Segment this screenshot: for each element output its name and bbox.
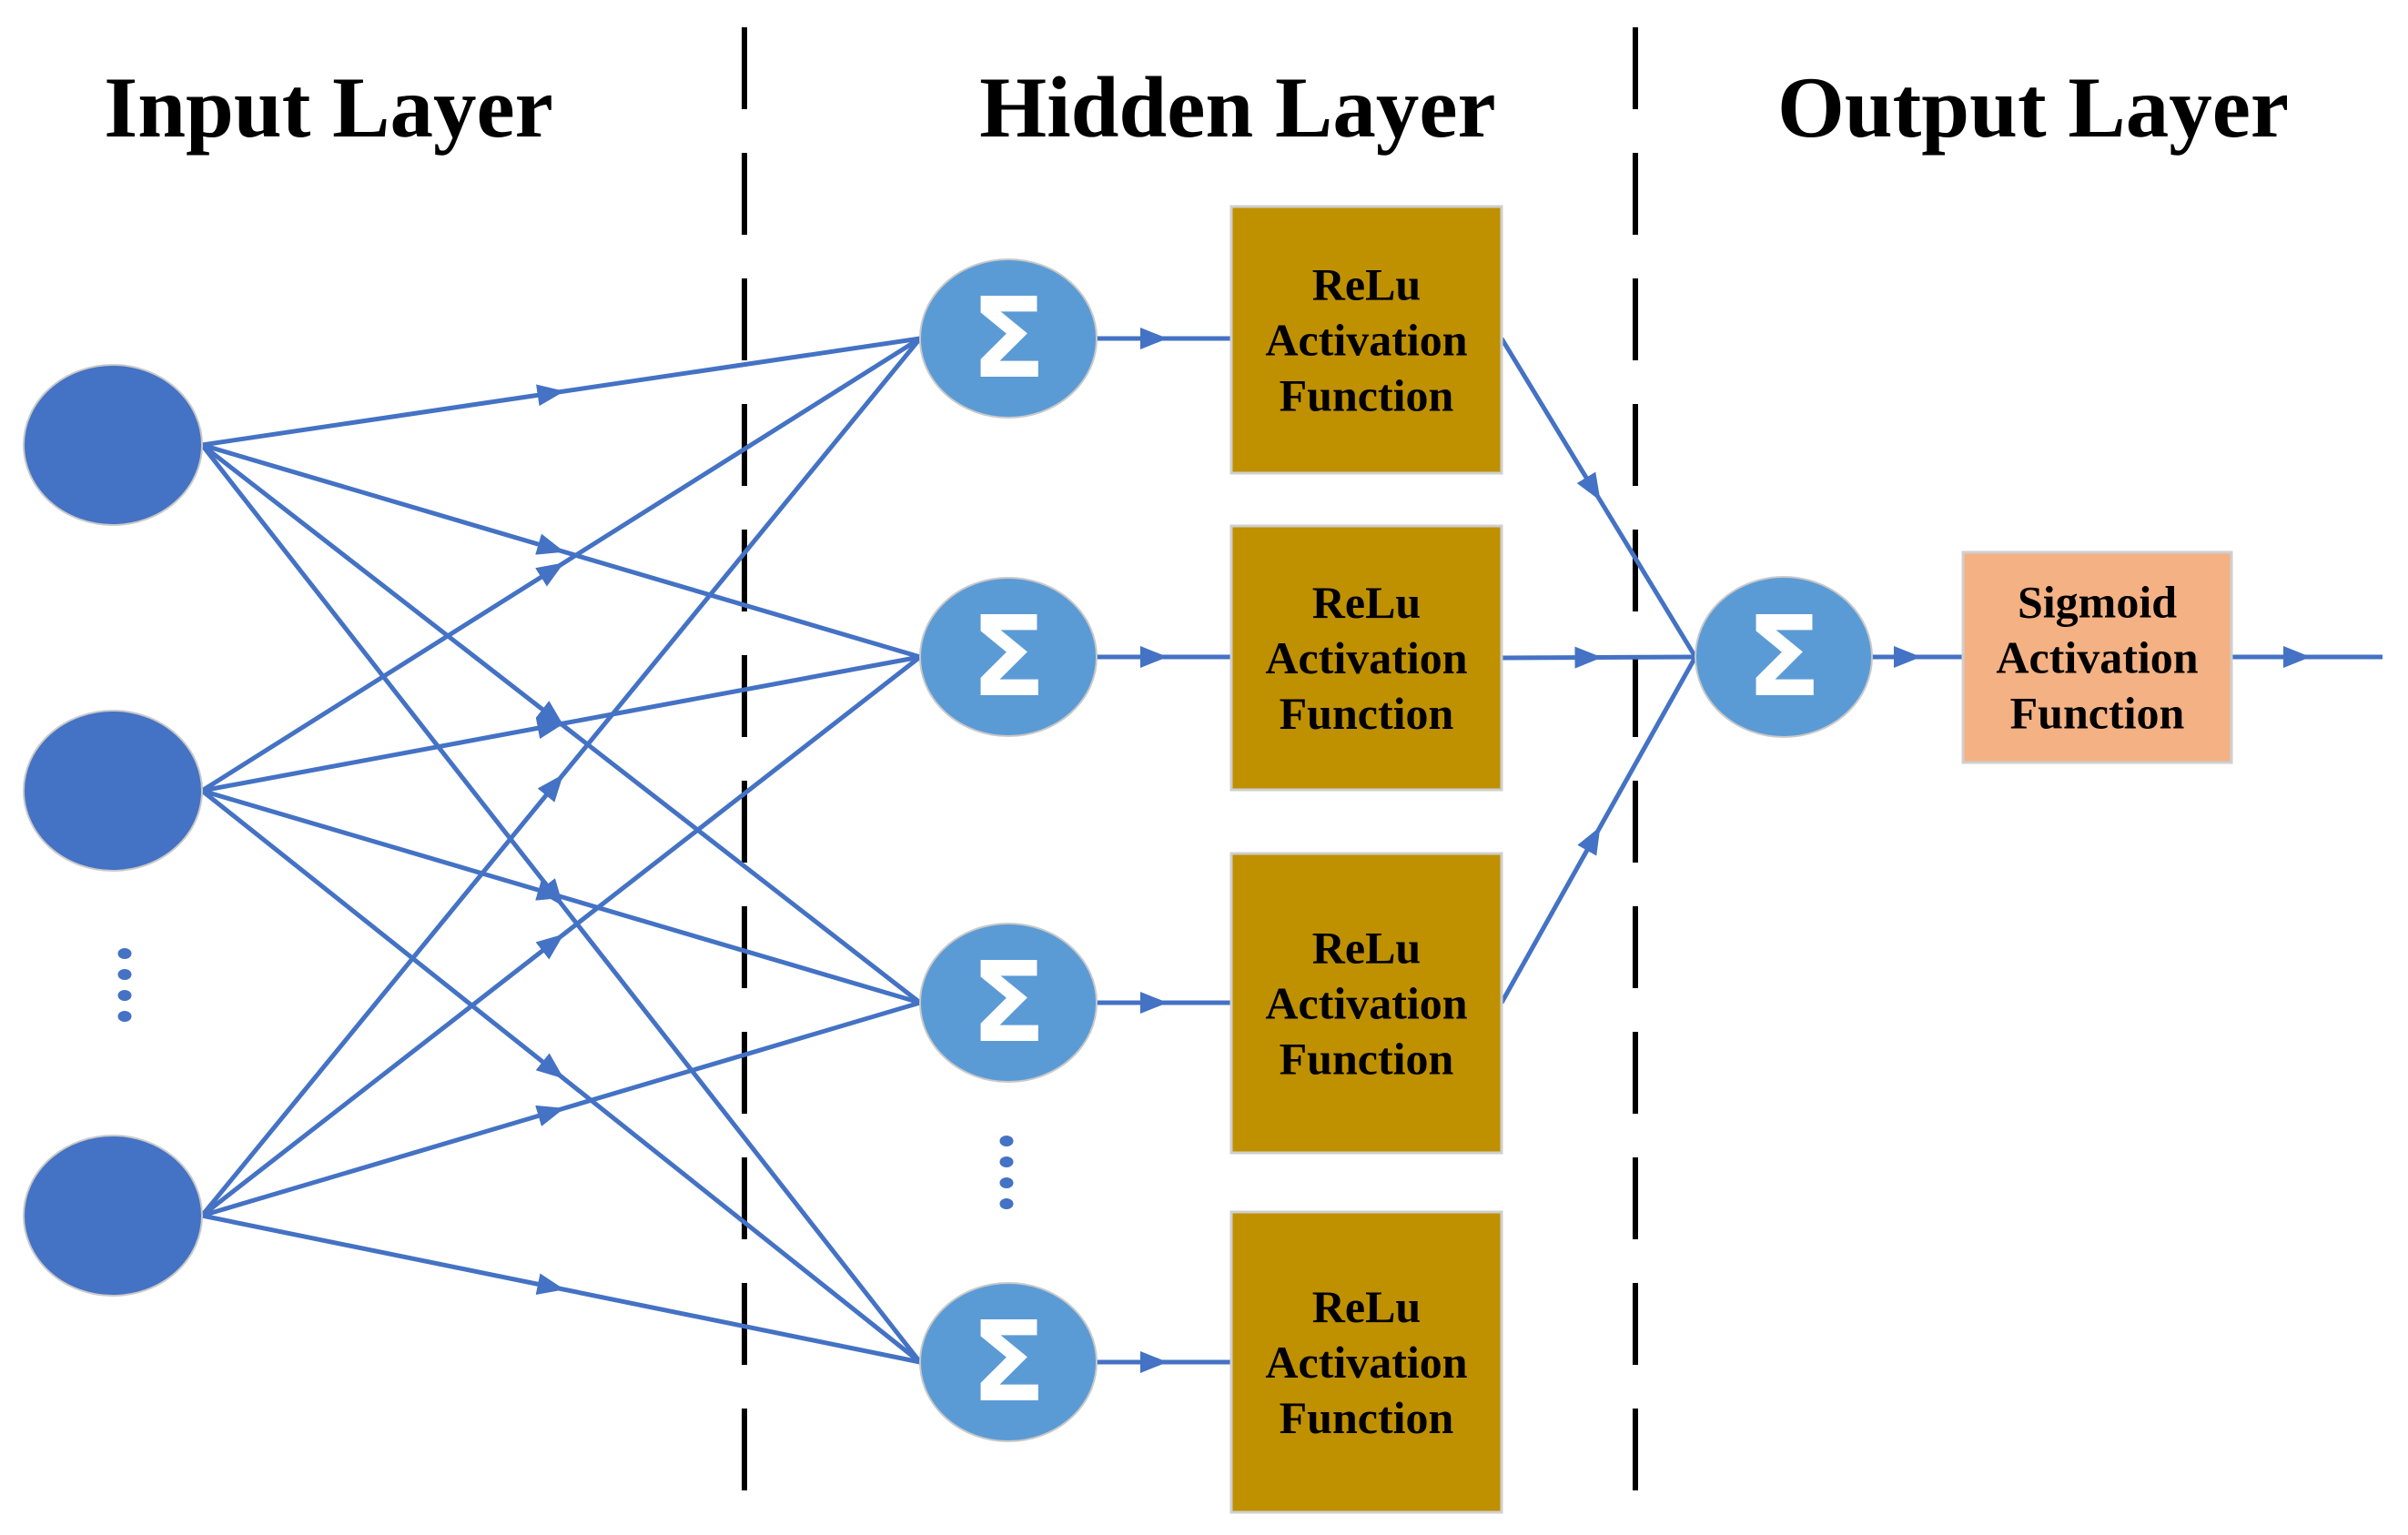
arrow-input3-hidden3 (201, 1000, 921, 1218)
hidden-ellipsis-dot-3 (999, 1177, 1014, 1188)
arrow-input2-hidden2 (201, 654, 921, 793)
hidden-sum-node-3 (919, 923, 1098, 1083)
hidden-sum-node-4 (919, 1282, 1098, 1442)
hidden-sum-node-2 (919, 577, 1098, 737)
sigma-symbol: Σ (970, 1298, 1046, 1427)
arrow-input2-hidden4 (200, 789, 922, 1364)
relu-activation-box-2 (1229, 524, 1503, 792)
sigmoid-activation-box (1961, 550, 2233, 764)
sigma-symbol: Σ (970, 274, 1046, 403)
sigma-symbol: Σ (970, 592, 1046, 722)
arrow-input1-hidden1 (201, 336, 921, 448)
arrow-input3-hidden4 (201, 1213, 921, 1365)
input-ellipsis-dot-1 (117, 948, 132, 959)
arrow-relu2-output-sum (1501, 646, 1696, 669)
arrow-input3-hidden1 (200, 337, 922, 1217)
arrow-input1-hidden2 (201, 442, 921, 660)
arrow-input1-hidden4 (200, 443, 922, 1364)
input-node-3 (23, 1135, 203, 1297)
hidden-ellipsis-dot-4 (999, 1198, 1014, 1209)
sigma-symbol: Σ (1745, 592, 1821, 722)
input-node-2 (23, 710, 203, 872)
input-layer-title: Input Layer (104, 59, 553, 156)
input-node-1 (23, 364, 203, 526)
input-ellipsis-dot-4 (117, 1011, 132, 1022)
arrow-input3-hidden2 (200, 655, 922, 1217)
relu-activation-box-4 (1229, 1210, 1503, 1514)
arrow-input2-hidden3 (201, 788, 921, 1005)
arrow-input2-hidden1 (200, 336, 922, 793)
output-layer-title: Output Layer (1777, 59, 2289, 156)
hidden-layer-title: Hidden Layer (979, 59, 1495, 156)
relu-activation-box-1 (1229, 205, 1503, 475)
hidden-ellipsis-dot-2 (999, 1156, 1014, 1167)
output-sum-node (1695, 576, 1873, 738)
hidden-ellipsis-dot-1 (999, 1136, 1014, 1146)
relu-activation-box-3 (1229, 852, 1503, 1155)
input-ellipsis-dot-3 (117, 990, 132, 1001)
arrow-relu3-output-sum (1499, 655, 1698, 1005)
arrow-relu1-output-sum (1499, 337, 1698, 659)
input-ellipsis-dot-2 (117, 969, 132, 980)
hidden-sum-node-1 (919, 258, 1098, 419)
sigma-symbol: Σ (970, 938, 1046, 1067)
